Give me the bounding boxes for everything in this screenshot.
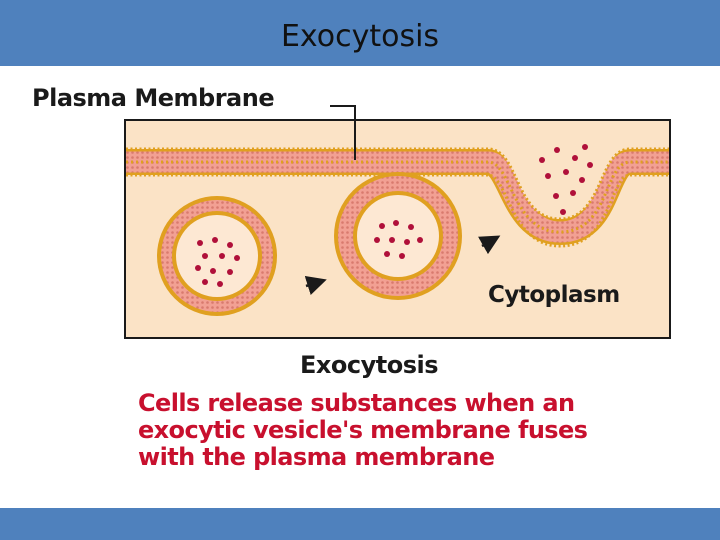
- exocytosis-diagram: [124, 105, 671, 339]
- caption-body: Cells release substances when an exocyti…: [138, 390, 698, 471]
- arrow-vesicle-1-to-2: [304, 275, 327, 296]
- slide-footer-bar: [0, 508, 720, 540]
- vesicle-2: [334, 172, 462, 300]
- cytoplasm-label: Cytoplasm: [488, 282, 620, 308]
- caption-line-2: exocytic vesicle's membrane fuses: [138, 415, 588, 444]
- caption-line-1: Cells release substances when an: [138, 389, 575, 417]
- slide-title: Exocytosis: [280, 19, 440, 54]
- plasma-membrane: [126, 121, 669, 248]
- plasma-membrane-leader-line: [330, 105, 356, 160]
- released-particles: [539, 144, 593, 215]
- caption-heading: Exocytosis: [300, 351, 439, 379]
- plasma-membrane-label: Plasma Membrane: [32, 84, 275, 112]
- slide-header-bar: [0, 0, 720, 66]
- arrow-vesicle-2-to-pit: [478, 235, 501, 255]
- caption-line-3: with the plasma membrane: [138, 442, 495, 471]
- vesicle-1: [157, 196, 277, 316]
